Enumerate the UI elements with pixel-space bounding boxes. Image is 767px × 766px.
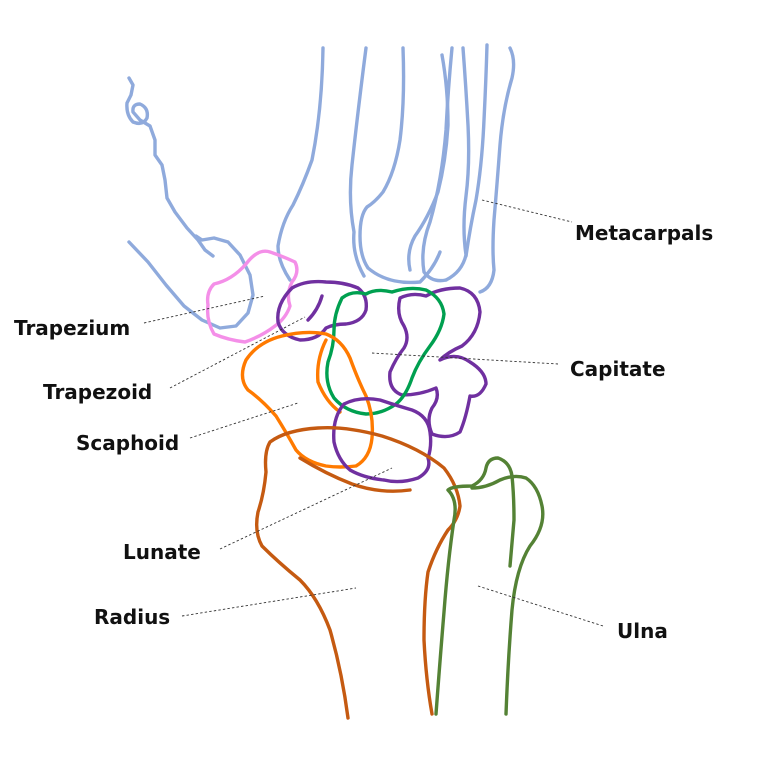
- metacarpals-bones: [125, 43, 516, 330]
- trapezium-bone: [205, 249, 299, 344]
- ulna-styloid: [470, 474, 545, 716]
- radius-distal-rim: [298, 456, 412, 493]
- leader-capitate: [371, 352, 559, 365]
- label-metacarpals: Metacarpals: [575, 221, 714, 245]
- leader-scaphoid: [189, 402, 299, 439]
- label-trapezoid: Trapezoid: [43, 380, 153, 404]
- trapezoid-bone: [276, 279, 369, 342]
- ulna-bone: [434, 456, 516, 716]
- leader-lunate: [219, 467, 393, 550]
- capitate-bone: [325, 286, 446, 416]
- label-capitate: Capitate: [570, 357, 666, 381]
- leader-metacarpals: [481, 199, 573, 223]
- leader-radius: [181, 587, 357, 617]
- radius-bone: [254, 426, 462, 720]
- leader-lines: [143, 199, 604, 627]
- label-scaphoid: Scaphoid: [76, 431, 180, 455]
- leader-trapezoid: [169, 316, 306, 389]
- label-radius: Radius: [94, 605, 171, 629]
- scaphoid-bone: [240, 330, 375, 469]
- hamate-bone: [388, 286, 488, 439]
- lunate-bone: [332, 396, 433, 484]
- leader-trapezium: [143, 295, 266, 324]
- label-ulna: Ulna: [617, 619, 668, 643]
- label-trapezium: Trapezium: [14, 316, 131, 340]
- label-lunate: Lunate: [123, 540, 201, 564]
- leader-ulna: [477, 585, 604, 627]
